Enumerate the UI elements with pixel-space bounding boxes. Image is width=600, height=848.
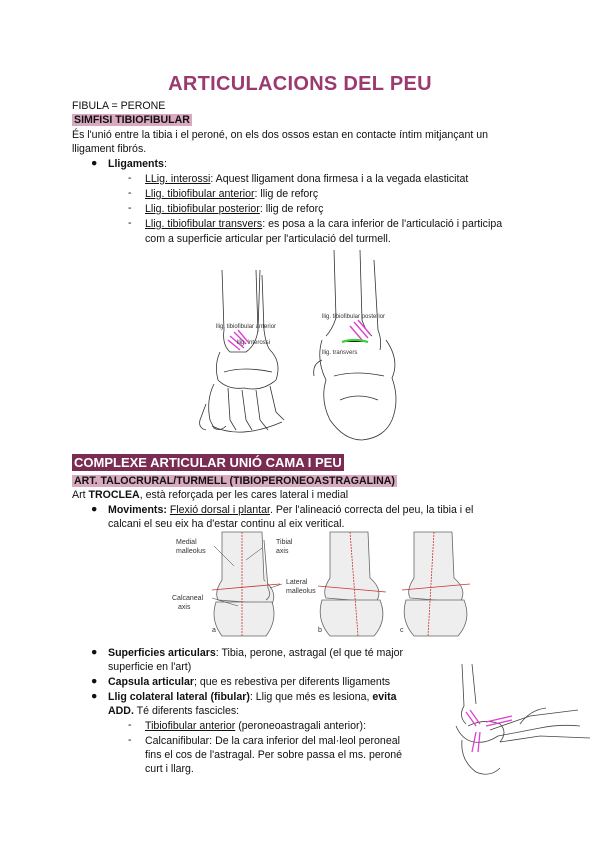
section1-intro-2: lligament fibrós. [72,143,147,155]
ligament-item: Llig. tibiofibular anterior: llig de ref… [145,187,318,201]
llig-col-label: Llig colateral lateral (fibular) [108,691,250,703]
figure-label: llig. tibiofibular anterior [216,324,276,330]
section1-heading-wrap: SIMFISI TIBIOFIBULAR [72,113,192,127]
section2-heading-wrap: COMPLEXE ARTICULAR UNIÓ CAMA I PEU [72,454,344,471]
dash: - [128,719,132,731]
dash: - [128,217,132,229]
ankle-diagram-b [319,531,384,637]
page-title: ARTICULACIONS DEL PEU [168,73,432,95]
llig-col-bold: evita [372,691,397,703]
figure-label: axis [276,548,289,555]
ligament-item: LLig. interossi: Aquest lligament dona f… [145,172,468,186]
section1-intro-1: És l'unió entre la tibia i el peroné, on… [72,129,489,141]
section2-subheading-wrap: ART. TALOCRURAL/TURMELL (TIBIOPERONEOAST… [72,474,397,488]
bullet-dot: ● [91,675,98,687]
ligaments-item: Lligaments: [108,158,167,170]
troclea-pre: Art [72,489,89,501]
dash: - [128,202,132,214]
capsula-text: ; que es rebestiva per diferents lligame… [193,676,391,688]
back-ligament-highlight [341,319,371,344]
troclea-post: , està reforçada per les cares lateral i… [139,489,349,501]
ligaments-label: Lligaments [108,158,164,170]
ligament-desc: : es posa a la cara inferior de l'articu… [262,218,503,230]
figure-label: llig. interossi [237,340,270,346]
moviments-label: Moviments: [108,504,167,516]
front-ligament-highlight [227,329,249,351]
ankle-diagram-c [403,531,468,637]
moviments-text-1: . Per l'alineació correcta del peu, la t… [269,504,474,516]
ligament-desc: : Aquest lligament dona firmesa i a la v… [210,173,469,185]
superficies-label: Superficies articulars [108,647,216,659]
foot-front-view [199,269,285,433]
add-line: ADD. Té diferents fascicles: [108,704,239,718]
figure-label: malleolus [286,588,316,595]
section1-heading: SIMFISI TIBIOFIBULAR [72,114,192,126]
figure-label: Calcaneal [172,595,204,602]
llig-colateral-item: Llig colateral lateral (fibular): Llig q… [108,690,397,704]
section2-subheading: ART. TALOCRURAL/TURMELL (TIBIOPERONEOAST… [72,475,397,487]
calcanifibular-1: Calcanifibular: De la cara inferior del … [145,735,400,747]
figure-label: llig. transvers [322,350,357,356]
moviments-text-2: calcani el seu eix ha d'estar continu al… [108,518,345,530]
figure-label: malleolus [176,548,206,555]
ligament-name: Llig. tibiofibular posterior [145,203,260,215]
ligament-transvers-cont: com a superficie articular per l'articul… [145,233,391,245]
add-text: Té diferents fascicles: [133,705,240,717]
ligament-item: Llig. tibiofibular transvers: es posa a … [145,217,502,231]
figure-label: Tibial [276,539,293,546]
foot-lateral-view [455,663,591,775]
superficies-text-2: superficie en l'art) [108,661,192,673]
fascicle-desc: (peroneoastragali anterior): [235,720,367,732]
superficies-text: : Tibia, perone, astragal (el que té maj… [215,647,404,659]
ligament-name: Llig. tibiofibular transvers [145,218,263,230]
ligament-name: Llig. tibiofibular anterior [145,188,255,200]
figure-label: llig. tibiofibular posterior [322,314,385,320]
ligament-desc: : llig de reforç [259,203,324,215]
lateral-ligament-highlight [465,709,513,753]
figure-label: b [318,627,322,634]
fibula-line: FIBULA = PERONE [72,100,166,112]
dash: - [128,734,132,746]
capsula-label: Capsula articular [108,676,194,688]
moviments-item: Moviments: Flexió dorsal i plantar. Per … [108,503,528,517]
fascicle-item: Tibiofibular anterior (peroneoastragali … [145,719,366,733]
add-bold: ADD. [108,705,134,717]
troclea-bold: TROCLEA [88,489,140,501]
foot-back-view [313,249,397,441]
ligament-name: LLig. interossi [145,173,211,185]
moviments-link: Flexió dorsal i plantar [169,504,270,516]
figure-label: c [400,627,404,634]
bullet-dot: ● [91,157,98,169]
bullet-dot: ● [91,690,98,702]
figure-label: axis [178,604,191,611]
figure-label: Medial [176,539,197,546]
ligament-item: Llig. tibiofibular posterior: llig de re… [145,202,323,216]
dash: - [128,172,132,184]
capsula-item: Capsula articular; que es rebestiva per … [108,675,390,689]
bullet-dot: ● [91,646,98,658]
section2-heading: COMPLEXE ARTICULAR UNIÓ CAMA I PEU [72,454,344,471]
calcanifibular-3: curt i llarg. [145,763,194,775]
superficies-item: Superficies articulars: Tibia, perone, a… [108,646,403,660]
dash: - [128,187,132,199]
fascicle-name: Tibiofibular anterior [145,720,236,732]
llig-col-text: : Llig que més es lesiona, [249,691,373,703]
figure-label: a [212,627,216,634]
ligament-desc: : llig de reforç [254,188,319,200]
figure-label: Lateral [286,579,308,586]
troclea-line: Art TROCLEA, està reforçada per les care… [72,488,348,502]
calcanifibular-2: fins el cos de l'astragal. Per sobre pas… [145,749,402,761]
bullet-dot: ● [91,503,98,515]
